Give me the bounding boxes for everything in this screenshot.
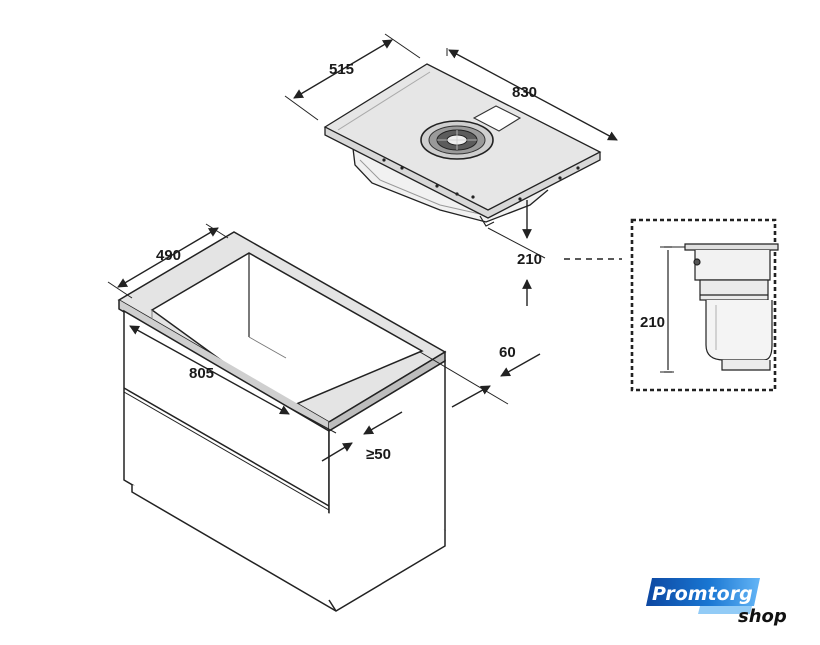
detail-frame — [630, 218, 777, 392]
label-cutout-width: 805 — [189, 365, 214, 382]
cabinet-drawing — [117, 231, 447, 612]
cabinet-dimensions — [107, 223, 541, 462]
label-hob-width: 830 — [512, 84, 537, 101]
dim-line-hob-depth — [293, 39, 393, 99]
hob-drawing — [323, 63, 602, 227]
dim-arrow-wall-gap-top — [500, 353, 541, 377]
dim-arrow-wall-gap-bottom — [451, 385, 491, 408]
hob-feet — [382, 158, 580, 201]
logo-brand: Promtorg — [652, 583, 753, 605]
dim-line-cutout-depth — [117, 227, 219, 288]
hob-dimensions — [284, 33, 622, 306]
detail-hob-collar — [699, 279, 769, 301]
label-wall-gap: 60 — [499, 344, 516, 361]
dim-arrow-front-gap-top — [363, 411, 403, 435]
dim-arrow-front-gap-bottom — [321, 442, 353, 462]
dim-line-cutout-width — [129, 325, 290, 415]
label-cutout-depth: 490 — [156, 247, 181, 264]
detail-view: 210 — [630, 218, 779, 392]
logo-blue-banner — [646, 578, 760, 606]
label-detail-height: 210 — [640, 314, 665, 331]
logo-suffix: shop — [738, 606, 787, 627]
dim-line-hob-width — [448, 49, 618, 141]
detail-hob-body — [694, 250, 771, 281]
hob-underbody-shade — [359, 159, 481, 215]
label-hob-height: 210 — [517, 251, 542, 268]
promtorg-shop-logo: Promtorg shop — [646, 578, 787, 627]
fan-grille-icon — [420, 120, 494, 160]
label-hob-depth: 515 — [329, 61, 354, 78]
label-front-gap: ≥50 — [366, 446, 391, 463]
